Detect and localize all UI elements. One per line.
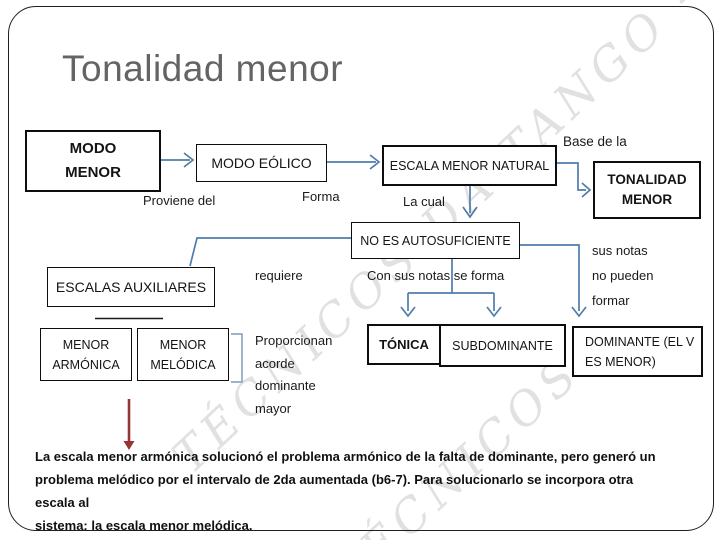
line-no-es-to-escalas-auxiliares <box>189 237 351 267</box>
label-sus-notas-no-pueden-formar: sus notas no pueden formar <box>592 243 654 308</box>
box-escalas-auxiliares: ESCALAS AUXILIARES <box>47 267 215 307</box>
arrow-eolico-to-escala-natural <box>325 154 381 170</box>
box-tonica: TÓNICA <box>367 324 441 365</box>
label-base-de-la: Base de la <box>563 134 627 149</box>
arrow-escala-to-tonalidad <box>553 162 592 198</box>
label-forma: Forma <box>302 189 340 204</box>
label-la-cual: La cual <box>403 194 445 209</box>
box-dominante: DOMINANTE (EL V ES MENOR) <box>572 326 703 377</box>
label-proviene-del: Proviene del <box>143 193 216 208</box>
box-subdominante: SUBDOMINANTE <box>439 324 566 367</box>
page-title: Tonalidad menor <box>62 48 344 89</box>
label-requiere: requiere <box>255 268 303 283</box>
label-con-sus-notas-se-forma: Con sus notas se forma <box>367 268 505 283</box>
box-no-es-autosuficiente: NO ES AUTOSUFICIENTE <box>351 222 520 259</box>
arrow-modo-menor-to-eolico <box>158 152 195 168</box>
arrow-no-es-to-dominante <box>518 244 587 318</box>
box-menor-armonica: MENOR ARMÓNICA <box>40 328 132 381</box>
arrows-no-es-to-tonica-subdominante <box>400 257 502 318</box>
box-tonalidad-menor: TONALIDAD MENOR <box>593 161 701 219</box>
box-modo-eolico: MODO EÓLICO <box>196 144 327 182</box>
bracket-escalas-proporcionan <box>231 333 243 383</box>
footer-paragraph: La escala menor armónica solucionó el pr… <box>35 449 656 533</box>
box-menor-melodica: MENOR MELÓDICA <box>137 328 229 381</box>
arrow-escala-to-no-es <box>462 182 478 219</box>
red-arrow-armonica-to-footer <box>123 399 135 450</box>
box-modo-menor: MODO MENOR <box>25 130 161 192</box>
label-proporcionan-acorde: Proporcionan acorde dominante mayor <box>255 333 333 416</box>
box-escala-menor-natural: ESCALA MENOR NATURAL <box>382 145 557 186</box>
